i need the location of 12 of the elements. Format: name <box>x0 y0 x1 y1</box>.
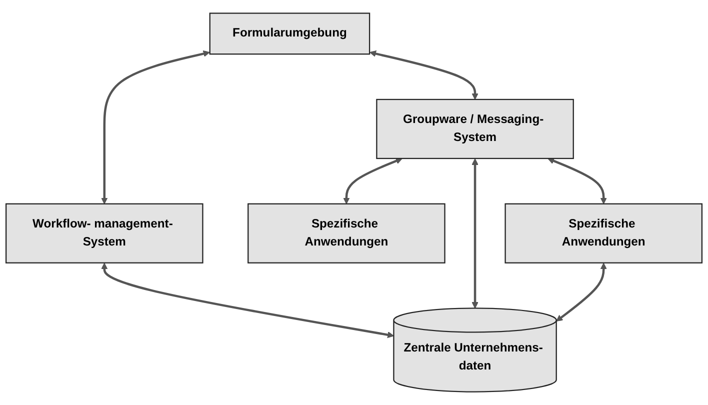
node-box: Spezifische Anwendungen <box>248 203 446 264</box>
arrow <box>548 158 607 204</box>
node-box: Groupware / Messaging- System <box>376 98 574 160</box>
arrow <box>101 50 210 204</box>
arrow <box>472 158 478 309</box>
arrow <box>370 50 478 100</box>
arrow <box>343 158 402 204</box>
node-box: Workflow- management- System <box>5 203 204 264</box>
arrow <box>556 262 607 322</box>
arrow <box>101 262 394 338</box>
node-box: Formularumgebung <box>209 12 370 55</box>
node-box: Spezifische Anwendungen <box>504 203 703 264</box>
